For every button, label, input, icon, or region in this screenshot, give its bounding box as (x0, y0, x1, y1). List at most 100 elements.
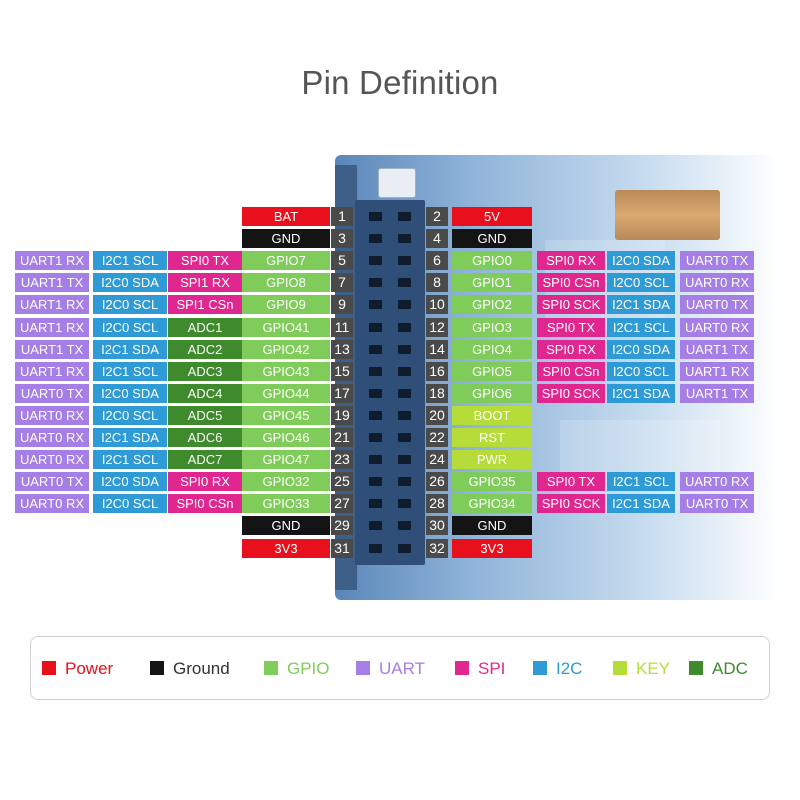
pin-number: 16 (426, 362, 448, 381)
power-label: 5V (452, 207, 532, 226)
uart-label: UART0 RX (680, 273, 754, 292)
i2c-label: I2C0 SCL (93, 295, 167, 314)
legend-label: Ground (173, 659, 230, 678)
i2c-label: I2C0 SDA (93, 273, 167, 292)
spi-label: SPI0 TX (537, 472, 605, 491)
pin-number: 20 (426, 406, 448, 425)
pin-number: 21 (331, 428, 353, 447)
spi-label: SPI1 CSn (168, 295, 242, 314)
legend-item-i2c: I2C (533, 658, 582, 680)
pin-number: 7 (331, 273, 353, 292)
ground-label: GND (452, 229, 532, 248)
header-pin (369, 345, 382, 354)
i2c-label: I2C0 SDA (93, 472, 167, 491)
uart-label: UART0 RX (15, 494, 89, 513)
spi-label: SPI0 TX (537, 318, 605, 337)
adc-label: ADC7 (168, 450, 242, 469)
legend-swatch (455, 661, 469, 675)
uart-label: UART0 TX (15, 384, 89, 403)
uart-label: UART1 TX (680, 340, 754, 359)
i2c-label: I2C1 SCL (93, 450, 167, 469)
header-pin (369, 234, 382, 243)
adc-label: ADC4 (168, 384, 242, 403)
power-label: BAT (242, 207, 330, 226)
header-pin (398, 256, 411, 265)
ground-label: GND (242, 229, 330, 248)
spi-label: SPI0 CSn (537, 362, 605, 381)
i2c-label: I2C1 SDA (607, 384, 675, 403)
uart-label: UART1 RX (15, 295, 89, 314)
spi-label: SPI1 RX (168, 273, 242, 292)
header-pin (398, 499, 411, 508)
legend-swatch (264, 661, 278, 675)
legend-item-power: Power (42, 658, 113, 680)
i2c-label: I2C0 SCL (607, 273, 675, 292)
gpio-label: GPIO33 (242, 494, 330, 513)
pin-number: 17 (331, 384, 353, 403)
header-pin (398, 521, 411, 530)
header-pin (369, 212, 382, 221)
pin-number: 2 (426, 207, 448, 226)
pin-number: 8 (426, 273, 448, 292)
legend-item-key: KEY (613, 658, 670, 680)
legend-swatch (42, 661, 56, 675)
spi-label: SPI0 RX (537, 340, 605, 359)
i2c-label: I2C1 SCL (93, 362, 167, 381)
pin-number: 19 (331, 406, 353, 425)
gpio-label: GPIO5 (452, 362, 532, 381)
gpio-label: GPIO46 (242, 428, 330, 447)
i2c-label: I2C1 SCL (93, 251, 167, 270)
gpio-label: GPIO1 (452, 273, 532, 292)
pin-number: 5 (331, 251, 353, 270)
adc-label: ADC5 (168, 406, 242, 425)
adc-label: ADC2 (168, 340, 242, 359)
pin-header (355, 200, 425, 565)
legend-item-ground: Ground (150, 658, 230, 680)
i2c-label: I2C1 SDA (607, 295, 675, 314)
pin-number: 3 (331, 229, 353, 248)
pin-number: 9 (331, 295, 353, 314)
gpio-label: GPIO8 (242, 273, 330, 292)
header-pin (369, 278, 382, 287)
gpio-label: GPIO44 (242, 384, 330, 403)
header-pin (369, 256, 382, 265)
pin-number: 13 (331, 340, 353, 359)
page-title: Pin Definition (301, 64, 499, 101)
header-pin (369, 455, 382, 464)
legend-label: GPIO (287, 659, 330, 678)
spi-label: SPI0 CSn (168, 494, 242, 513)
pin-number: 29 (331, 516, 353, 535)
uart-label: UART0 RX (680, 472, 754, 491)
legend-swatch (613, 661, 627, 675)
header-pin (398, 477, 411, 486)
i2c-label: I2C0 SCL (93, 318, 167, 337)
uart-label: UART1 RX (15, 251, 89, 270)
ground-label: GND (452, 516, 532, 535)
spi-label: SPI0 TX (168, 251, 242, 270)
pin-number: 30 (426, 516, 448, 535)
power-label: 3V3 (452, 539, 532, 558)
legend-label: ADC (712, 659, 748, 678)
legend-item-uart: UART (356, 658, 425, 680)
header-pin (398, 367, 411, 376)
power-label: 3V3 (242, 539, 330, 558)
header-pin (369, 367, 382, 376)
legend-item-spi: SPI (455, 658, 505, 680)
i2c-label: I2C0 SDA (607, 340, 675, 359)
pin-number: 11 (331, 318, 353, 337)
adc-label: ADC1 (168, 318, 242, 337)
header-pin (369, 389, 382, 398)
uart-label: UART0 RX (15, 428, 89, 447)
header-pin (369, 433, 382, 442)
header-pin (398, 544, 411, 553)
gpio-label: GPIO2 (452, 295, 532, 314)
i2c-label: I2C0 SCL (607, 362, 675, 381)
pin-number: 32 (426, 539, 448, 558)
header-pin (398, 300, 411, 309)
uart-label: UART0 TX (680, 251, 754, 270)
adc-label: ADC6 (168, 428, 242, 447)
spi-label: SPI0 RX (537, 251, 605, 270)
gpio-label: GPIO35 (452, 472, 532, 491)
gpio-label: GPIO45 (242, 406, 330, 425)
